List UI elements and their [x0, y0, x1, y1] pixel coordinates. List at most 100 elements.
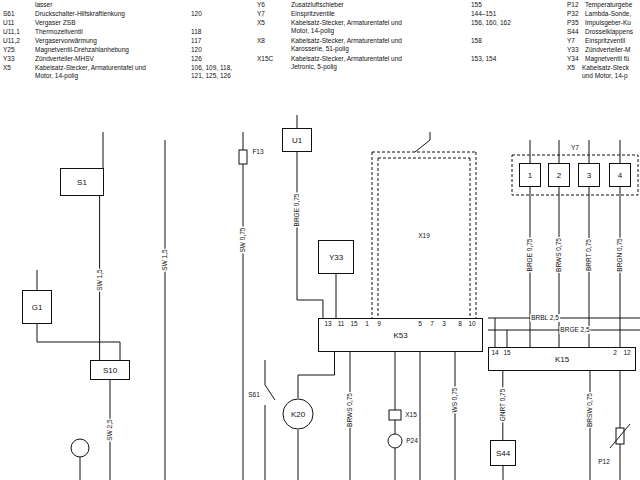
wire — [298, 430, 299, 480]
wire-label: BRGE 0,75 — [293, 193, 301, 228]
legend-text: Y33 — [2, 55, 16, 63]
legend-text: Zusatzluftschieber — [290, 1, 345, 9]
component-label: Y33 — [329, 253, 343, 262]
shield-wire — [372, 152, 476, 153]
legend-text: 155 — [470, 1, 483, 9]
shield-wire — [476, 152, 477, 318]
legend-text: U11,2 — [2, 37, 21, 45]
part-label: X19 — [417, 232, 431, 240]
legend-text: Kabelsatz-Steck und Motor, 14-p — [581, 64, 637, 80]
wire — [265, 360, 266, 385]
wire — [495, 318, 496, 347]
legend-text: X5 — [256, 19, 266, 27]
legend-text: 153, 154 — [470, 55, 497, 63]
part-label: P24 — [405, 437, 419, 445]
wire — [507, 330, 508, 347]
part-label: 5 — [417, 320, 423, 328]
part-label: BRBL 2,5 — [530, 314, 560, 322]
component-label: K20 — [291, 410, 305, 419]
legend-text: Vergaser ZSB — [34, 19, 76, 27]
component-box: 4 — [609, 163, 631, 187]
wire — [503, 466, 504, 480]
legend-text: Kabelsatz-Stecker, Armaturentafel und Ka… — [290, 37, 406, 53]
motor-symbol — [71, 439, 89, 457]
wire — [80, 457, 81, 480]
wire — [455, 352, 456, 480]
legend-text: Magnetventil-Drehzahlanhebung — [34, 46, 130, 54]
legend-text: Druckschalter-Hilfskraftlenkung — [34, 10, 126, 18]
wire-label: BRGE 0,75 — [526, 238, 534, 273]
wire-label: GNRT 0,75 — [499, 388, 507, 423]
wire — [395, 420, 396, 434]
legend-text: X5 — [2, 64, 12, 72]
wire — [620, 140, 621, 163]
legend-text: Kabelsatz-Stecker, Armaturentafel und Mo… — [34, 64, 150, 80]
wire-connector — [297, 152, 323, 318]
legend-text: Lambda-Sonde, — [584, 10, 632, 18]
part-label: 3 — [441, 320, 447, 328]
part-label: 8 — [457, 320, 463, 328]
legend-text: U11,1 — [2, 28, 21, 36]
part-label: 13 — [323, 320, 332, 328]
legend-text: U11 — [2, 19, 15, 27]
part-label: 1 — [364, 320, 370, 328]
component-box: 2 — [548, 163, 570, 187]
wire-label: BRGN 0,75 — [616, 237, 624, 272]
shield-wire — [378, 158, 379, 318]
legend-text: X8 — [256, 37, 266, 45]
component-label: 2 — [557, 171, 561, 180]
wire — [265, 405, 266, 480]
wire-connector — [37, 324, 120, 360]
legend-text: lasser — [34, 1, 53, 9]
switch-contact — [415, 140, 430, 152]
legend-text: Zündverteiler-MHSV — [34, 55, 95, 63]
legend-text: Drosselklappens — [584, 28, 634, 36]
wire-label: SW 2,5 — [106, 418, 114, 441]
part-label: 11 — [337, 320, 346, 328]
part-label: 2 — [612, 349, 618, 357]
legend-text: Vergaservorwärmung — [34, 37, 98, 45]
component-box: S10 — [90, 360, 130, 380]
legend-text: Zündverteiler-M — [584, 46, 632, 54]
wire-label: SW 1,5 — [161, 248, 169, 271]
shield-wire — [372, 152, 373, 318]
legend-text: 144–151 — [470, 10, 497, 18]
wire-label: BRWS 0,75 — [555, 237, 563, 273]
component-label: 4 — [618, 171, 622, 180]
component-label: 3 — [587, 171, 591, 180]
legend-text: X5 — [566, 64, 576, 72]
circle-outline — [283, 399, 313, 429]
legend-text: Kabelsatz-Stecker, Armaturentafel und Je… — [290, 55, 406, 71]
wire — [559, 140, 560, 163]
legend-text: Kabelsatz-Stecker, Armaturentafel und Mo… — [290, 19, 406, 35]
wire — [620, 371, 621, 428]
part-label: 7 — [429, 320, 435, 328]
wire-label: BRWS 0,75 — [346, 392, 354, 428]
sensor-symbol — [388, 434, 402, 448]
component-box: U1 — [282, 128, 312, 152]
component-label: U1 — [292, 136, 302, 145]
legend-text: Y7 — [256, 10, 266, 18]
legend-text: 156, 160, 162 — [470, 19, 512, 27]
component-box: 3 — [578, 163, 600, 187]
part-label: 10 — [467, 320, 476, 328]
component-box: 1 — [519, 163, 541, 187]
wire — [103, 132, 104, 168]
part-label: 15 — [349, 320, 358, 328]
legend-text: Einspritzventil — [584, 37, 626, 45]
legend-text: Impulsgeber-Ku — [584, 19, 632, 27]
legend-text: X15C — [256, 55, 274, 63]
legend-text: Y7 — [566, 37, 576, 45]
legend-text: Y25 — [2, 46, 16, 54]
component-label: K15 — [555, 355, 569, 364]
legend-text: 126 — [190, 55, 203, 63]
component-box: S1 — [60, 168, 104, 196]
legend-text: Thermozeitventil — [34, 28, 84, 36]
wire-connector — [336, 274, 337, 318]
component-label: 1 — [528, 171, 532, 180]
wire-label: BRRT 0,75 — [585, 238, 593, 272]
legend-text: S44 — [566, 28, 580, 36]
wire — [420, 352, 421, 480]
legend-text: Y33 — [566, 46, 580, 54]
